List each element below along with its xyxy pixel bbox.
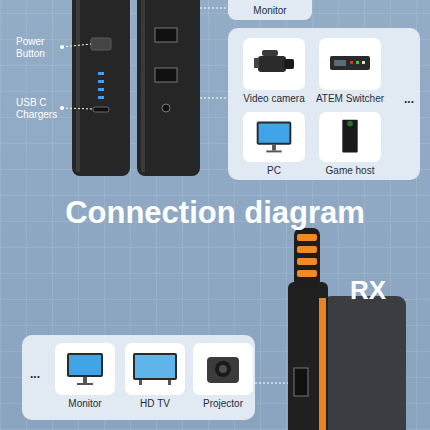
switcher-button <box>350 61 353 64</box>
power-button <box>91 38 111 50</box>
device-card: Projector <box>193 343 253 395</box>
antenna-band <box>297 246 317 253</box>
led <box>98 80 104 83</box>
camera-lens <box>284 59 294 69</box>
switcher-screen <box>334 60 346 66</box>
tx-device <box>72 0 130 176</box>
device-card: Game host <box>319 112 381 162</box>
part-label: Power Button <box>16 36 62 60</box>
leader-line <box>62 44 91 47</box>
projector-lens <box>215 361 231 377</box>
more-mark: ... <box>30 367 40 381</box>
monitor-base <box>266 150 281 152</box>
device-label: PC <box>267 165 281 176</box>
camera-body <box>258 56 286 72</box>
monitor-icon <box>55 343 115 395</box>
hdmi-port <box>155 68 177 82</box>
device-label: Video camera <box>243 93 305 104</box>
led <box>98 96 104 99</box>
leader-line <box>62 108 93 109</box>
audio-port <box>162 104 170 112</box>
projector-lens-glass <box>219 365 227 373</box>
device-edge <box>76 0 80 172</box>
diagram-title: Connection diagram <box>0 195 430 231</box>
usb-c-port <box>93 107 109 112</box>
dotted-wire <box>255 382 292 383</box>
device-panel: ...Video cameraATEM SwitcherPCGame host <box>228 28 420 180</box>
device-label: Monitor <box>228 5 312 16</box>
device-card: HD TV <box>125 343 185 395</box>
antenna-band <box>297 258 317 265</box>
hdmi-port <box>294 368 308 396</box>
tv-icon <box>125 343 185 395</box>
tv-foot <box>139 380 142 385</box>
monitor-icon <box>243 112 305 162</box>
device-label: Game host <box>326 165 375 176</box>
camera-viewfinder <box>254 58 259 68</box>
more-mark: ... <box>404 92 414 106</box>
rx-device <box>288 282 328 430</box>
monitor-stand <box>272 145 276 151</box>
device-name: RX <box>350 275 386 306</box>
device-card: ATEM Switcher <box>319 38 381 90</box>
dotted-wire <box>200 97 228 98</box>
camera-handle <box>262 50 278 56</box>
monitor-tab: Monitor <box>228 0 312 20</box>
device-panel: ...MonitorHD TVProjector <box>22 335 255 420</box>
monitor-frame <box>67 353 103 377</box>
device-label: Monitor <box>68 398 101 409</box>
tv-frame <box>133 353 177 380</box>
monitor-base <box>77 383 93 385</box>
projector-body <box>207 357 239 383</box>
device-label: HD TV <box>140 398 170 409</box>
leader-dot <box>60 106 64 110</box>
device-label: Projector <box>203 398 243 409</box>
monitor-screen <box>69 355 101 375</box>
camera-icon <box>243 38 305 90</box>
monitor-stand <box>83 377 87 383</box>
projector-icon <box>193 343 253 395</box>
switcher-icon <box>319 38 381 90</box>
orange-trim <box>319 298 326 430</box>
led <box>98 88 104 91</box>
device-edge <box>141 0 145 172</box>
console-fan <box>347 121 353 127</box>
console-body <box>342 120 357 153</box>
switcher-button <box>356 61 359 64</box>
antenna-band <box>297 270 317 277</box>
battery-block <box>322 296 406 430</box>
device-label: ATEM Switcher <box>316 93 384 104</box>
tv-screen <box>135 355 175 378</box>
switcher-body <box>330 56 370 70</box>
monitor-frame <box>257 122 292 145</box>
device-card: PC <box>243 112 305 162</box>
switcher-button <box>362 61 365 64</box>
console-icon <box>319 112 381 162</box>
tv-foot <box>168 380 171 385</box>
antenna-band <box>297 234 317 241</box>
part-label: USB C Chargers <box>16 97 62 121</box>
device-card: Video camera <box>243 38 305 90</box>
rx-antenna <box>294 228 320 288</box>
led <box>98 72 104 75</box>
leader-dot <box>60 45 64 49</box>
dotted-wire <box>200 7 228 8</box>
monitor-screen <box>259 124 290 143</box>
hdmi-port <box>155 28 177 42</box>
device-card: Monitor <box>55 343 115 395</box>
tx-device <box>137 0 200 176</box>
